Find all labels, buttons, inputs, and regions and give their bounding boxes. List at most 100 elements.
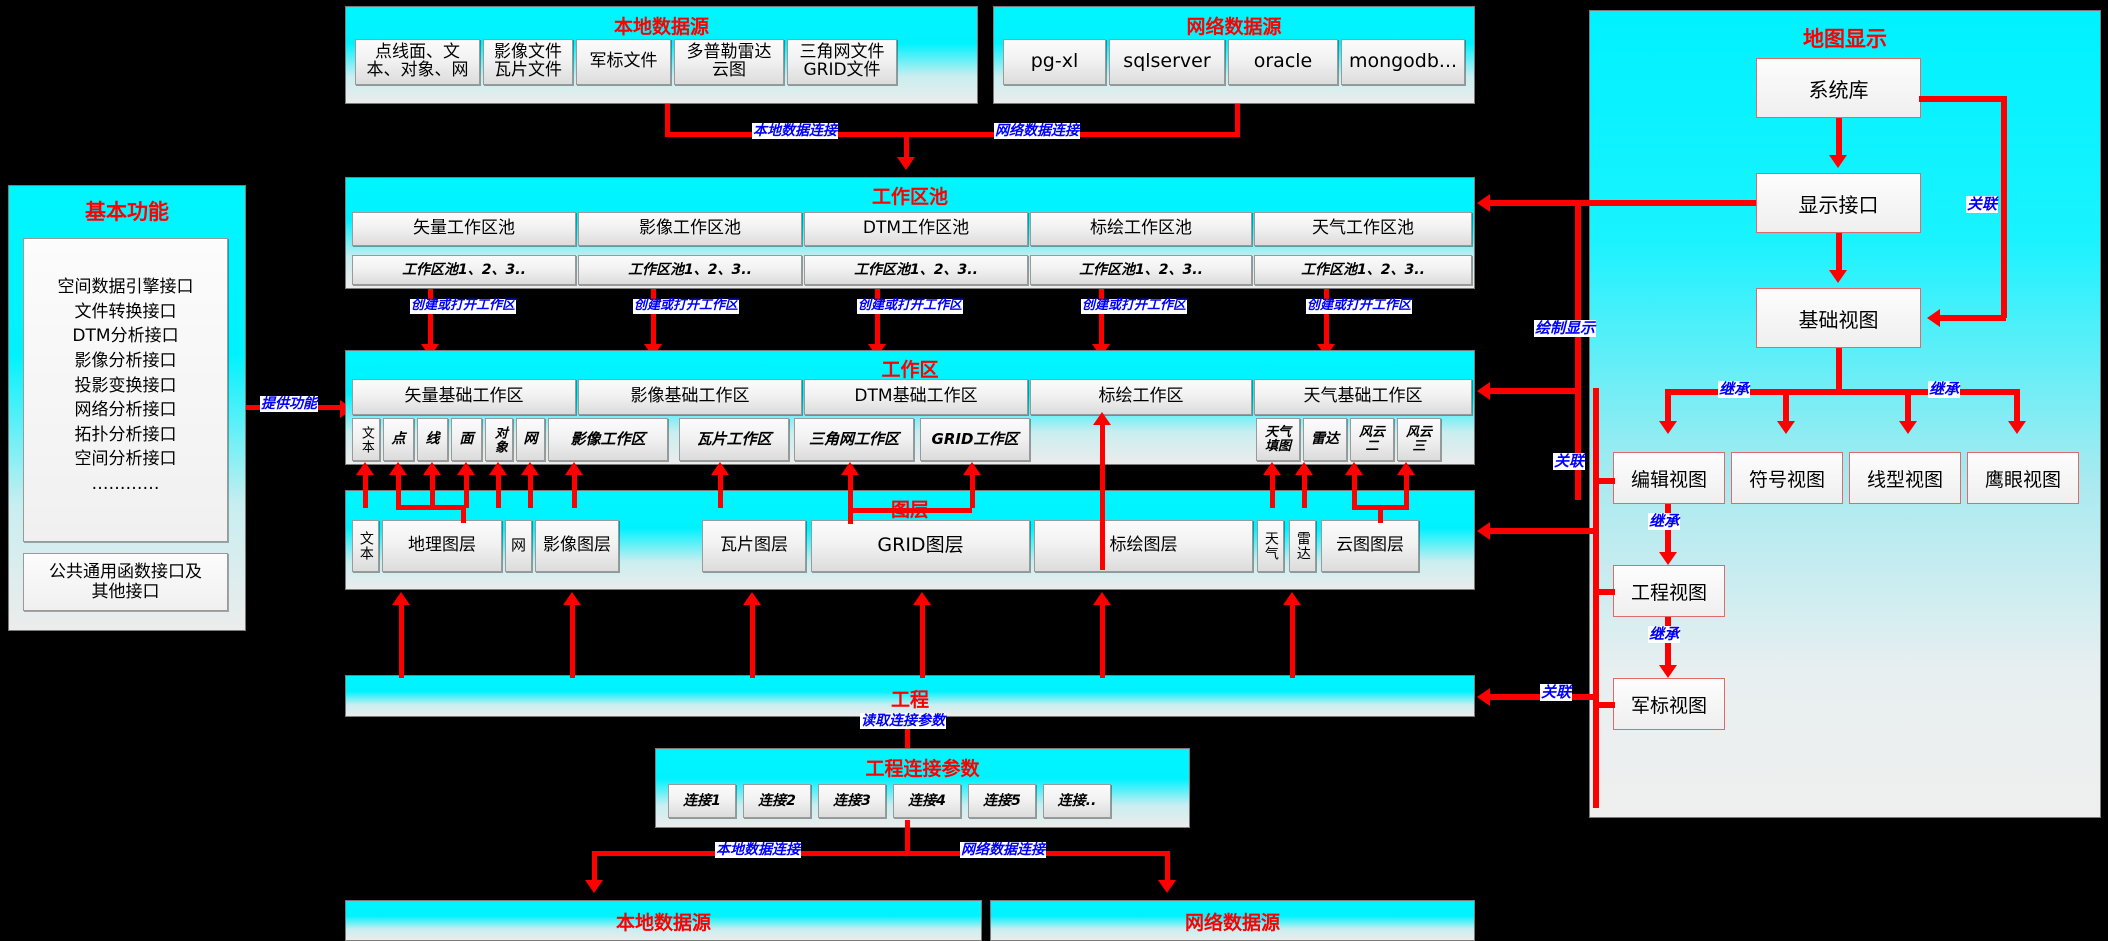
pool-column-name-4[interactable]: 天气工作区池 [1254,212,1472,246]
connector-render-to-pool-h [1490,200,1578,206]
connector-bottom-local-v [592,851,597,884]
local-source-item-4[interactable]: 三角网文件 GRID文件 [787,39,897,85]
connector-assoc-top-h [1919,96,2007,102]
workspace-sub-10[interactable]: 天气 填图 [1256,418,1300,461]
base-view-box[interactable]: 基础视图 [1756,288,1921,348]
workspace-sub-1[interactable]: 点 [383,418,414,461]
connector-local-to-pool-v [665,104,670,136]
connector-layer-up-10 [1270,470,1275,508]
label-associate-layers: 关联 [1553,452,1586,471]
basic-functions-footer-box[interactable]: 公共通用函数接口及 其他接口 [23,553,228,611]
local-source-item-0[interactable]: 点线面、文 本、对象、网 [355,39,480,85]
network-source-item-2[interactable]: oracle [1228,39,1338,85]
arrow-proj-up-1 [563,592,581,605]
pool-instances-2[interactable]: 工作区池1、2、3.. [804,255,1028,285]
arrow-layer-up-9 [963,462,981,475]
derived-view-3[interactable]: 鹰眼视图 [1967,452,2079,504]
project-panel: 工程 [345,675,1475,717]
bracket-grid-layer-v [848,508,853,524]
connector-pool-ws-3 [1099,289,1104,347]
layer-item-5[interactable]: GRID图层 [811,520,1030,572]
connector-baseview-stem [1836,348,1842,392]
workspace-sub-5[interactable]: 网 [516,418,545,461]
pool-column-name-3[interactable]: 标绘工作区池 [1030,212,1252,246]
arrow-render-to-workspace [1477,382,1490,400]
arrow-bottom-local [585,880,603,893]
connection-param-2[interactable]: 连接3 [818,784,886,818]
derived-view-2[interactable]: 线型视图 [1849,452,1961,504]
pool-column-name-0[interactable]: 矢量工作区池 [352,212,576,246]
connection-param-3[interactable]: 连接4 [893,784,961,818]
workspace-sub-2[interactable]: 线 [417,418,448,461]
network-source-item-3[interactable]: mongodb... [1341,39,1465,85]
arrow-plot-workspace-up [1093,412,1111,425]
interface-item: 投影变换接口 [74,375,177,396]
pool-instances-1[interactable]: 工作区池1、2、3.. [578,255,802,285]
derived-view-1[interactable]: 符号视图 [1731,452,1843,504]
connection-param-1[interactable]: 连接2 [743,784,811,818]
connector-display-to-baseview [1836,233,1842,273]
workspace-sub-4[interactable]: 对象 [485,418,513,461]
arrow-proj-up-4 [1093,592,1111,605]
workspace-sub-11[interactable]: 雷达 [1303,418,1347,461]
local-source-item-2[interactable]: 军标文件 [576,39,671,85]
pool-instances-0[interactable]: 工作区池1、2、3.. [352,255,576,285]
workspace-sub-8[interactable]: 三角网工作区 [794,418,914,461]
derived-view-0[interactable]: 编辑视图 [1613,452,1725,504]
interface-item: 空间分析接口 [74,449,177,470]
layer-item-0[interactable]: 文本 [352,520,379,572]
layer-item-2[interactable]: 网 [505,520,532,572]
interface-item: 拓扑分析接口 [74,424,177,445]
layer-item-6[interactable]: 标绘图层 [1034,520,1253,572]
workspace-sub-9[interactable]: GRID工作区 [920,418,1030,461]
label-inherit-project-view: 继承 [1648,512,1681,531]
workspace-base-0[interactable]: 矢量基础工作区 [352,379,576,415]
arrow-syslib-to-display [1829,155,1847,168]
project-connection-params-title: 工程连接参数 [865,758,980,780]
connector-params-down [905,820,910,854]
pool-instances-3[interactable]: 工作区池1、2、3.. [1030,255,1252,285]
workspace-base-4[interactable]: 天气基础工作区 [1254,379,1472,415]
workspace-sub-3[interactable]: 面 [451,418,482,461]
pool-instances-4[interactable]: 工作区池1、2、3.. [1254,255,1472,285]
connection-param-0[interactable]: 连接1 [668,784,736,818]
workspace-sub-0[interactable]: 文本 [352,418,380,461]
system-library-box[interactable]: 系统库 [1756,58,1921,118]
workspace-base-1[interactable]: 影像基础工作区 [578,379,802,415]
workspace-base-3[interactable]: 标绘工作区 [1030,379,1252,415]
layer-item-3[interactable]: 影像图层 [535,520,619,572]
project-view-box[interactable]: 工程视图 [1613,565,1725,617]
layer-item-7[interactable]: 天气 [1257,520,1284,572]
connection-param-4[interactable]: 连接5 [968,784,1036,818]
arrow-proj-up-3 [913,592,931,605]
pool-column-name-1[interactable]: 影像工作区池 [578,212,802,246]
pool-column-name-2[interactable]: DTM工作区池 [804,212,1028,246]
workspace-sub-7[interactable]: 瓦片工作区 [679,418,789,461]
label-create-open-workspace-0: 创建或打开工作区 [410,298,517,314]
network-source-item-0[interactable]: pg-xl [1003,39,1106,85]
network-source-item-1[interactable]: sqlserver [1109,39,1225,85]
workspace-base-2[interactable]: DTM基础工作区 [804,379,1028,415]
layer-item-9[interactable]: 云图图层 [1321,520,1419,572]
workspace-sub-13[interactable]: 风云 三 [1397,418,1441,461]
arrow-layer-up-2 [423,462,441,475]
local-source-item-1[interactable]: 影像文件 瓦片文件 [483,39,573,85]
layer-item-1[interactable]: 地理图层 [382,520,502,572]
connection-param-5[interactable]: 连接.. [1043,784,1111,818]
layer-item-8[interactable]: 雷达 [1289,520,1316,572]
connector-layer-up-1 [396,470,401,508]
project-title: 工程 [890,689,929,711]
military-view-box[interactable]: 军标视图 [1613,678,1725,730]
workspace-sub-12[interactable]: 风云 二 [1350,418,1394,461]
layer-item-4[interactable]: 瓦片图层 [702,520,806,572]
display-interface-box[interactable]: 显示接口 [1756,173,1921,233]
network-data-source-top-title: 网络数据源 [1186,16,1282,38]
workspace-sub-6[interactable]: 影像工作区 [548,418,668,461]
label-local-data-connection-bottom: 本地数据连接 [715,842,801,859]
arrow-layer-up-7 [711,462,729,475]
connector-render-to-displayiface [1575,200,1756,206]
local-source-item-3[interactable]: 多普勒雷达 云图 [674,39,784,85]
connector-pool-ws-0 [428,289,433,347]
connector-assoc-layer-v [1593,388,1599,808]
connector-bottom-network-v [1165,851,1170,884]
